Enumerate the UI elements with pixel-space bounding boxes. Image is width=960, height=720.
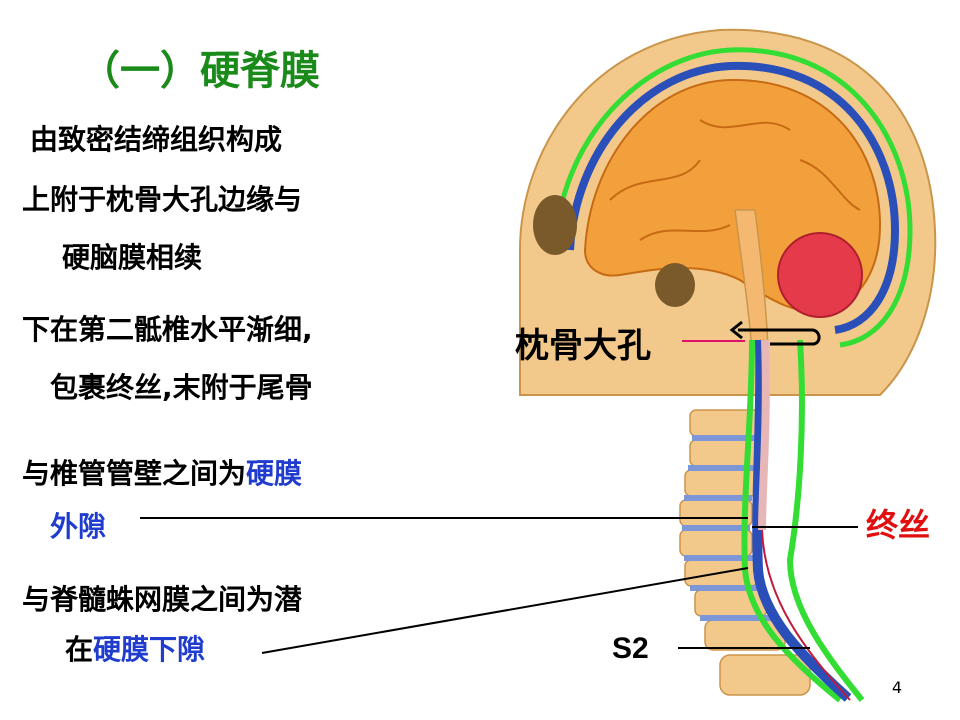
dura-outline-brain	[552, 47, 913, 348]
text-line-lower-taper: 下在第二骶椎水平渐细,	[22, 313, 313, 346]
text-line-upper-attach: 上附于枕骨大孔边缘与	[22, 183, 303, 216]
slide-title: （一）硬脊膜	[80, 48, 320, 94]
vertebrae	[679, 409, 811, 696]
text-line-filum-wrap: 包裹终丝,末附于尾骨	[50, 371, 313, 404]
text-line-subdural-term: 在硬膜下隙	[65, 628, 205, 668]
csf-spinal	[752, 339, 852, 702]
filum-line	[761, 529, 851, 701]
foramen-arrow	[738, 328, 821, 346]
label-filum-terminale: 终丝	[866, 506, 931, 544]
text-line-subdural: 与脊髓蛛网膜之间为潜	[22, 583, 303, 616]
cerebellum	[777, 232, 863, 318]
text-line-continuous: 硬脑膜相续	[62, 241, 203, 274]
page-number: 4	[891, 678, 902, 697]
dura-spinal-left	[741, 339, 842, 703]
text-line-epidural: 与椎管管壁之间为硬膜	[22, 452, 302, 492]
cord	[758, 339, 770, 531]
subdural-term: 硬膜下隙	[93, 633, 206, 666]
brain-folds	[609, 119, 861, 241]
epidural-term-a: 硬膜	[246, 457, 303, 490]
label-foramen-magnum: 枕骨大孔	[515, 326, 651, 366]
dura-spinal-right	[786, 339, 865, 702]
leader-subdural	[261, 567, 749, 654]
csf-outline-brain	[566, 61, 900, 334]
discs	[682, 435, 776, 621]
subdural-prefix: 在	[65, 633, 94, 666]
text-line-composition: 由致密结缔组织构成	[30, 123, 283, 156]
epidural-prefix: 与椎管管壁之间为	[22, 457, 247, 490]
epidural-term-b: 外隙	[50, 510, 107, 543]
label-s2: S2	[612, 632, 649, 665]
